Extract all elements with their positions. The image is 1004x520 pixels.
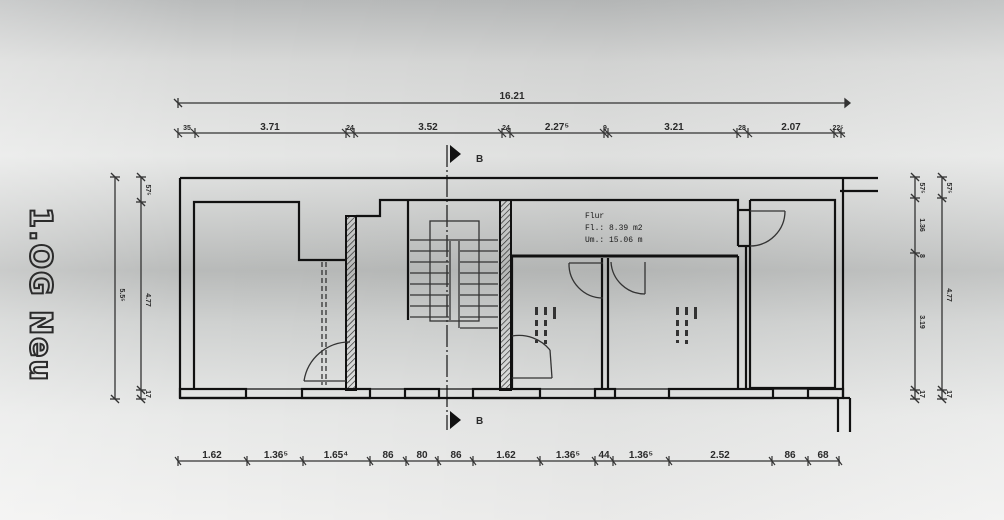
dim-top-6: 9	[603, 125, 607, 132]
load-bearing-wall-left	[345, 215, 357, 391]
dim-left-inner-mid: 4.77	[144, 293, 151, 307]
dim-right-inner-a: 1.36	[918, 218, 925, 232]
dim-top-2: 24	[346, 125, 354, 132]
dim-top-3: 3.52	[418, 122, 438, 133]
room-stamp-2	[676, 307, 697, 344]
dim-bottom-3: 86	[382, 450, 394, 461]
dim-right-outer-mid: 4.77	[945, 288, 952, 302]
dim-bottom-1: 1.36⁵	[264, 450, 288, 461]
section-line-b	[446, 145, 461, 430]
dim-top-1: 3.71	[260, 122, 280, 133]
dim-left-outer-total: 5.5⁵	[118, 288, 125, 301]
dim-right-inner-bottom: 17	[918, 390, 925, 398]
dim-bottom-12: 68	[817, 450, 829, 461]
room-perimeter-flur: Um.: 15.06 m	[585, 236, 643, 245]
dim-bottom-0: 1.62	[202, 450, 222, 461]
staircase	[410, 220, 498, 329]
section-label-bottom: B	[476, 416, 483, 427]
load-bearing-wall-right	[499, 199, 512, 391]
dim-right-outer-top: 57⁵	[945, 182, 952, 193]
room-area-flur: Fl.: 8.39 m2	[585, 224, 643, 233]
top-dimension-chain	[173, 128, 846, 138]
outer-walls	[178, 176, 878, 432]
dim-top-7: 3.21	[664, 122, 684, 133]
dim-right-inner-top: 57⁵	[918, 182, 925, 193]
interior-walls	[192, 198, 837, 390]
left-dimension-lines	[110, 172, 146, 404]
section-arrow-bottom-icon	[450, 411, 461, 429]
dim-top-0: 35	[183, 125, 191, 132]
dim-bottom-9: 1.36⁵	[629, 450, 653, 461]
doors	[303, 210, 786, 385]
room-stamp-1	[535, 307, 556, 344]
section-arrow-top-icon	[450, 145, 461, 163]
bottom-wall-with-windows	[178, 387, 845, 400]
dim-bottom-6: 1.62	[496, 450, 516, 461]
dim-top-10: 22⁵	[832, 125, 843, 132]
dim-overall-width: 16.21	[499, 91, 524, 102]
dim-right-outer-bottom: 17	[945, 390, 952, 398]
dim-right-inner-c: 3.19	[918, 315, 925, 329]
dim-top-8: 28	[738, 125, 746, 132]
dim-bottom-5: 86	[450, 450, 462, 461]
dim-bottom-11: 86	[784, 450, 796, 461]
room-name-flur: Flur	[585, 212, 604, 221]
section-label-top: B	[476, 154, 483, 165]
right-dimension-lines	[910, 172, 947, 404]
dim-bottom-10: 2.52	[710, 450, 730, 461]
dim-bottom-2: 1.65⁴	[324, 450, 348, 461]
dim-bottom-4: 80	[416, 450, 428, 461]
dim-left-inner-bottom: 17	[144, 390, 151, 398]
dim-right-inner-b: 8	[918, 254, 925, 258]
dim-left-inner-top: 57⁵	[144, 184, 151, 195]
top-dimension-overall	[173, 97, 852, 109]
dim-top-9: 2.07	[781, 122, 801, 133]
bottom-dimension-chain	[174, 456, 843, 466]
dim-bottom-8: 44	[598, 450, 610, 461]
dim-top-5: 2.27⁵	[545, 122, 569, 133]
dim-bottom-7: 1.36⁵	[556, 450, 580, 461]
dim-top-4: 24	[502, 125, 510, 132]
